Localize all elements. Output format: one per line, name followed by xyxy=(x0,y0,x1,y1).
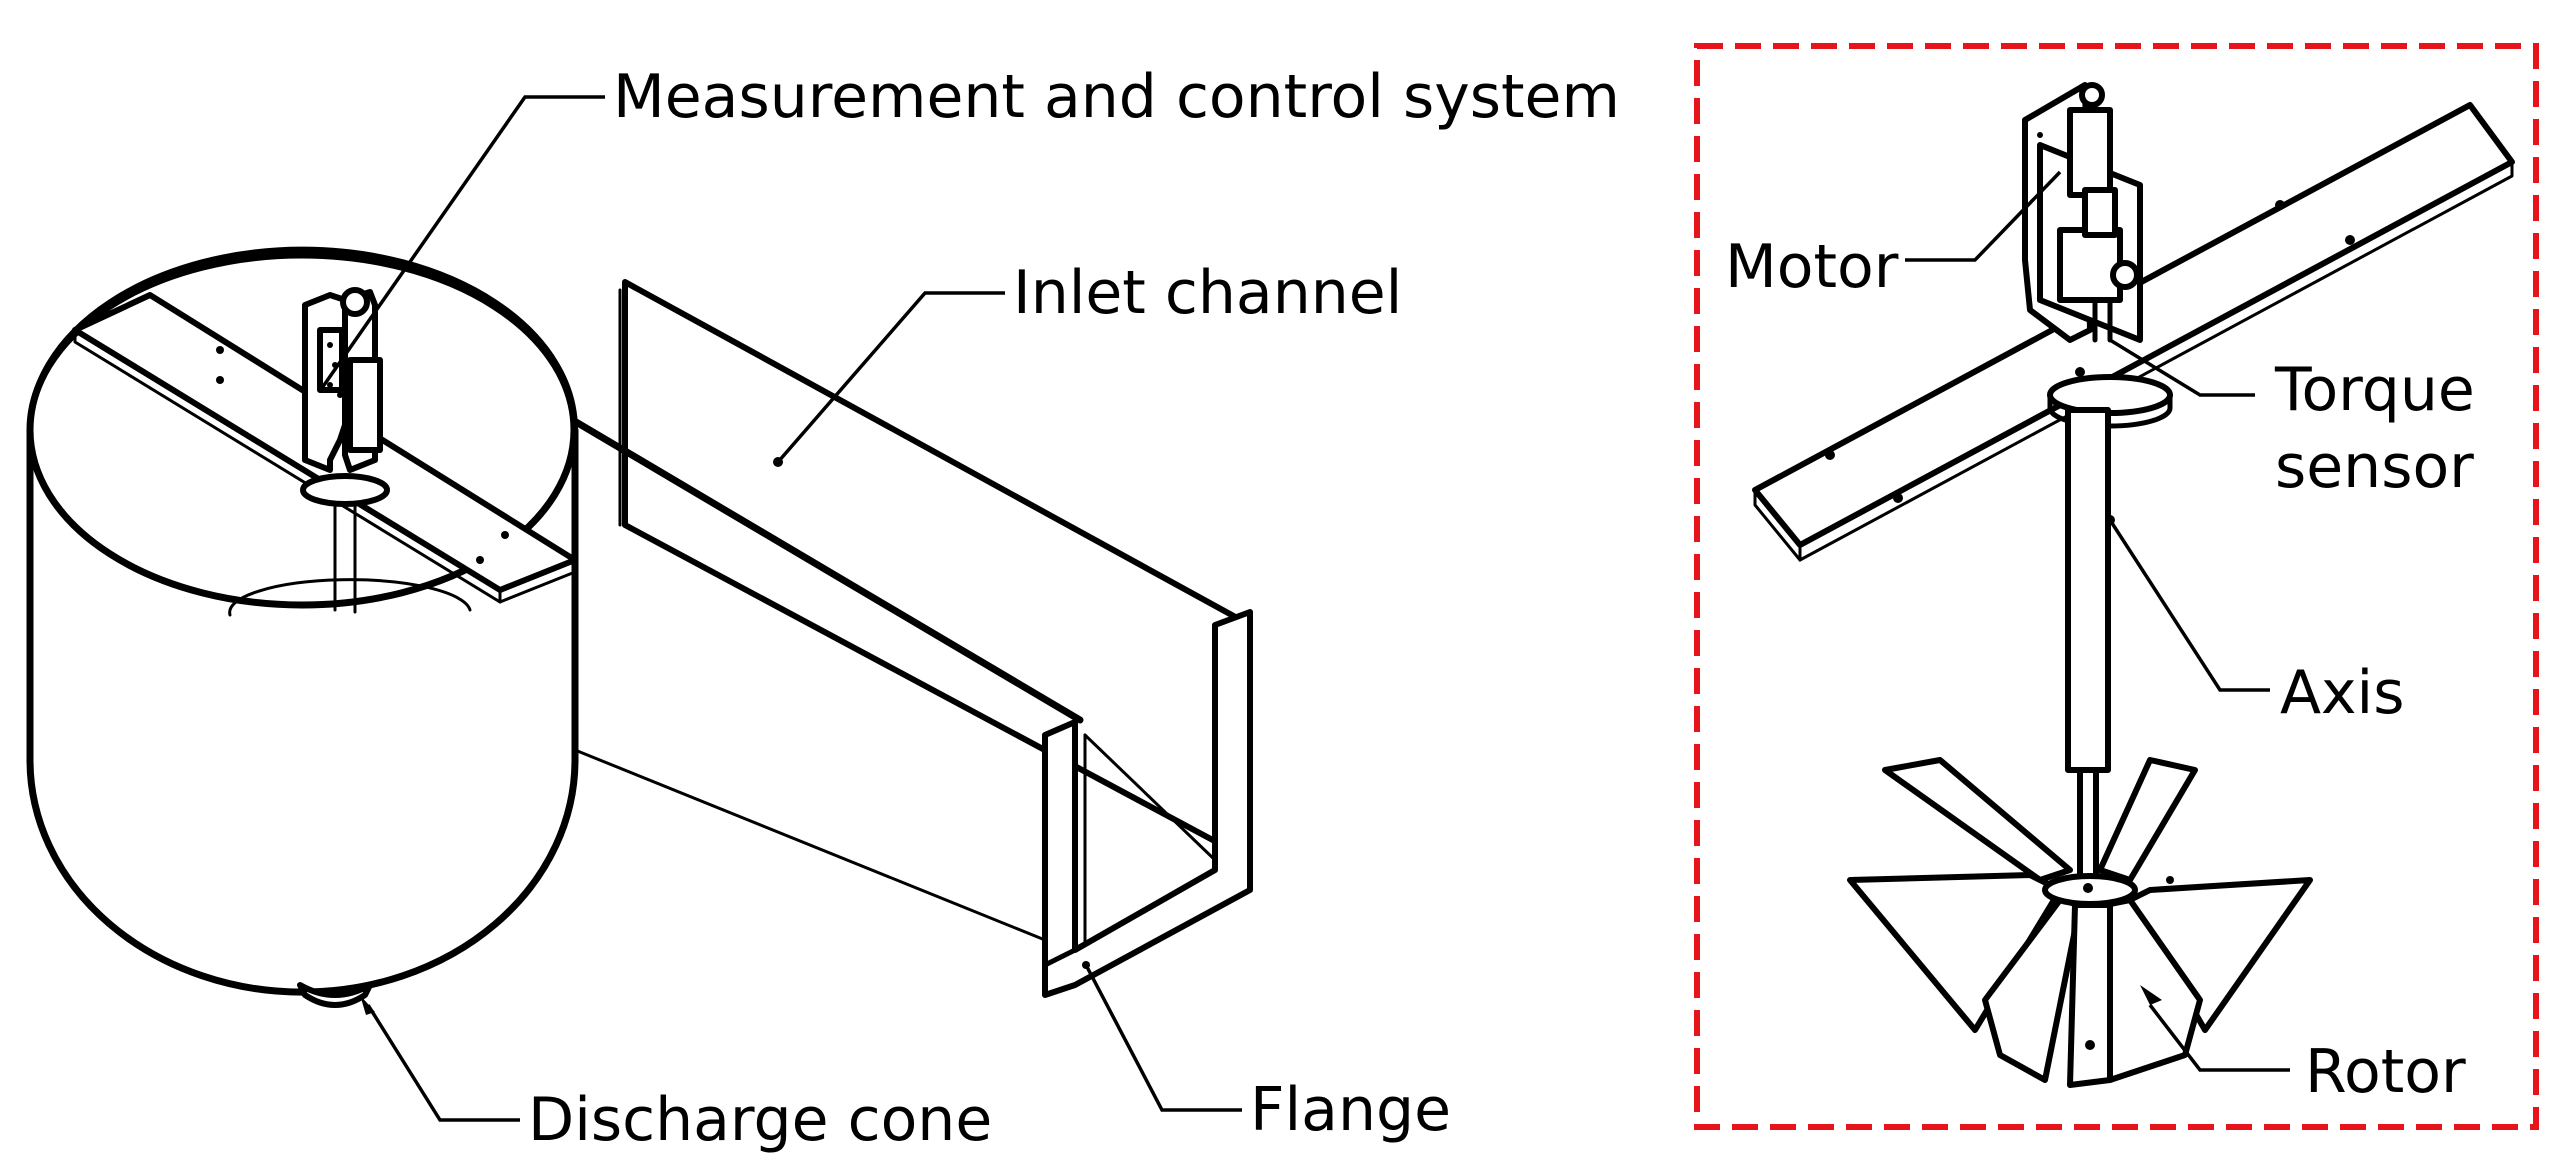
label-torque-sensor-line1: Torque xyxy=(2274,355,2475,425)
detail-motor xyxy=(2022,82,2143,377)
inlet-channel xyxy=(501,279,1253,962)
label-rotor: Rotor xyxy=(2305,1037,2466,1107)
label-flange: Flange xyxy=(1250,1075,1451,1145)
discharge-cone xyxy=(297,982,373,1008)
label-discharge-cone: Discharge cone xyxy=(528,1085,992,1155)
label-measurement-and-control-system: Measurement and control system xyxy=(613,62,1620,132)
label-axis: Axis xyxy=(2280,658,2404,728)
left-leaders xyxy=(320,95,1242,1122)
main-shaft xyxy=(300,473,390,614)
detail-rotor xyxy=(1847,757,2313,1088)
main-assembly xyxy=(26,246,1253,1008)
measurement-control-unit xyxy=(302,287,383,473)
label-torque-sensor-line2: sensor xyxy=(2275,432,2474,502)
detail-axis xyxy=(2065,407,2111,883)
right-leaders xyxy=(1905,170,2290,1072)
label-inlet-channel: Inlet channel xyxy=(1013,258,1402,328)
flange xyxy=(1042,609,1253,998)
drum xyxy=(26,246,622,996)
label-motor: Motor xyxy=(1725,232,1899,302)
detail-assembly xyxy=(1752,82,2515,1088)
detail-frame xyxy=(1694,43,2539,1130)
